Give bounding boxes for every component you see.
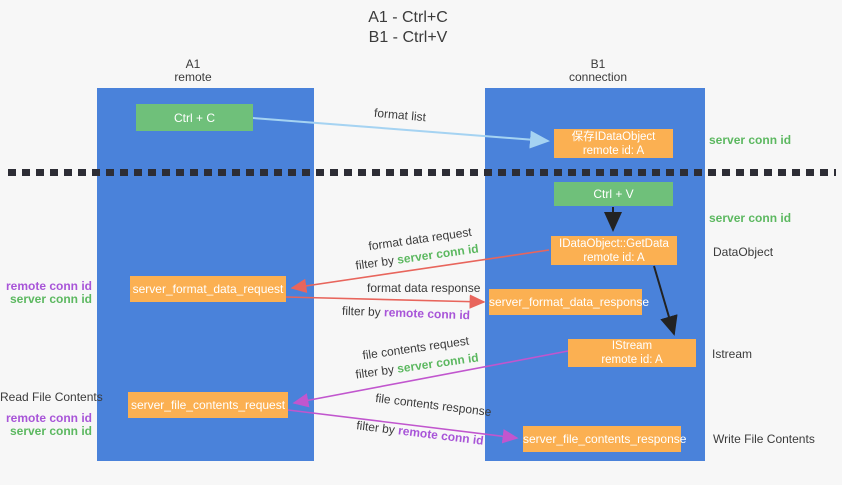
istream-box: IStream remote id: A [568, 339, 696, 367]
save-idataobject-box: 保存IDataObject remote id: A [554, 129, 673, 158]
format-data-response-arrow [285, 294, 486, 309]
read-file-contents-annotation: Read File Contents [0, 390, 103, 404]
remote-conn-id-text: remote conn id [397, 423, 485, 448]
save-idataobject-title: 保存IDataObject [571, 130, 656, 143]
remote-conn-id-annotation-file: remote conn id [5, 411, 92, 425]
server-format-data-request-box: server_format_data_request [130, 276, 286, 302]
file-contents-response-filter-label: filter by remote conn id [356, 418, 485, 448]
server-conn-id-annotation-format: server conn id [9, 292, 92, 306]
ctrl-c-label: Ctrl + C [173, 110, 215, 125]
session-separator-dotted-line [8, 169, 836, 176]
dataobject-annotation: DataObject [713, 245, 774, 259]
diagram-title: A1 - Ctrl+C B1 - Ctrl+V [308, 8, 508, 48]
remote-conn-id-annotation-format: remote conn id [5, 279, 92, 293]
server-file-contents-response-box: server_file_contents_response [523, 426, 687, 452]
lifeline-a1-name: A1 [185, 57, 201, 71]
filter-by-text: filter by [355, 418, 396, 437]
lifeline-header-a1: A1 remote [133, 58, 253, 84]
getdata-remote-id: remote id: A [583, 251, 645, 264]
server-conn-id-annotation-top: server conn id [709, 133, 792, 147]
lifeline-a1-role: remote [174, 70, 212, 84]
filter-by-text: filter by [354, 253, 395, 273]
ctrl-v-action-box: Ctrl + V [554, 182, 673, 206]
filter-by-text: filter by [341, 303, 381, 320]
format-data-response-label: format data response [367, 281, 481, 295]
ctrl-v-label: Ctrl + V [593, 187, 634, 201]
server-conn-id-annotation-mid: server conn id [709, 211, 792, 225]
istream-annotation: Istream [712, 347, 753, 361]
format-list-label: format list [373, 105, 427, 125]
server-format-data-response-box: server_format_data_response [489, 289, 650, 315]
server-file-contents-request-label: server_file_contents_request [130, 398, 286, 412]
write-file-contents-annotation: Write File Contents [713, 432, 815, 446]
title-line-a1: A1 - Ctrl+C [368, 9, 448, 26]
server-format-data-response-label: server_format_data_response [489, 295, 650, 309]
istream-title: IStream [611, 340, 653, 352]
file-contents-response-label: file contents response [374, 390, 493, 420]
lifeline-header-b1: B1 connection [538, 58, 658, 84]
ctrl-c-action-box: Ctrl + C [136, 104, 253, 131]
save-idataobject-remote-id: remote id: A [582, 144, 645, 157]
title-line-b1: B1 - Ctrl+V [368, 29, 448, 46]
server-conn-id-annotation-file: server conn id [9, 424, 92, 438]
format-data-response-filter-label: filter by remote conn id [342, 304, 470, 322]
lifeline-b1-role: connection [568, 70, 628, 84]
server-format-data-request-label: server_format_data_request [132, 282, 284, 296]
idataobject-getdata-box: IDataObject::GetData remote id: A [551, 236, 677, 265]
istream-remote-id: remote id: A [601, 354, 663, 366]
lifeline-b1-name: B1 [590, 57, 606, 71]
server-file-contents-response-label: server_file_contents_response [523, 432, 687, 446]
getdata-title: IDataObject::GetData [559, 237, 669, 250]
server-file-contents-request-box: server_file_contents_request [128, 392, 288, 418]
filter-by-text: filter by [354, 362, 395, 382]
remote-conn-id-text: remote conn id [383, 305, 471, 323]
